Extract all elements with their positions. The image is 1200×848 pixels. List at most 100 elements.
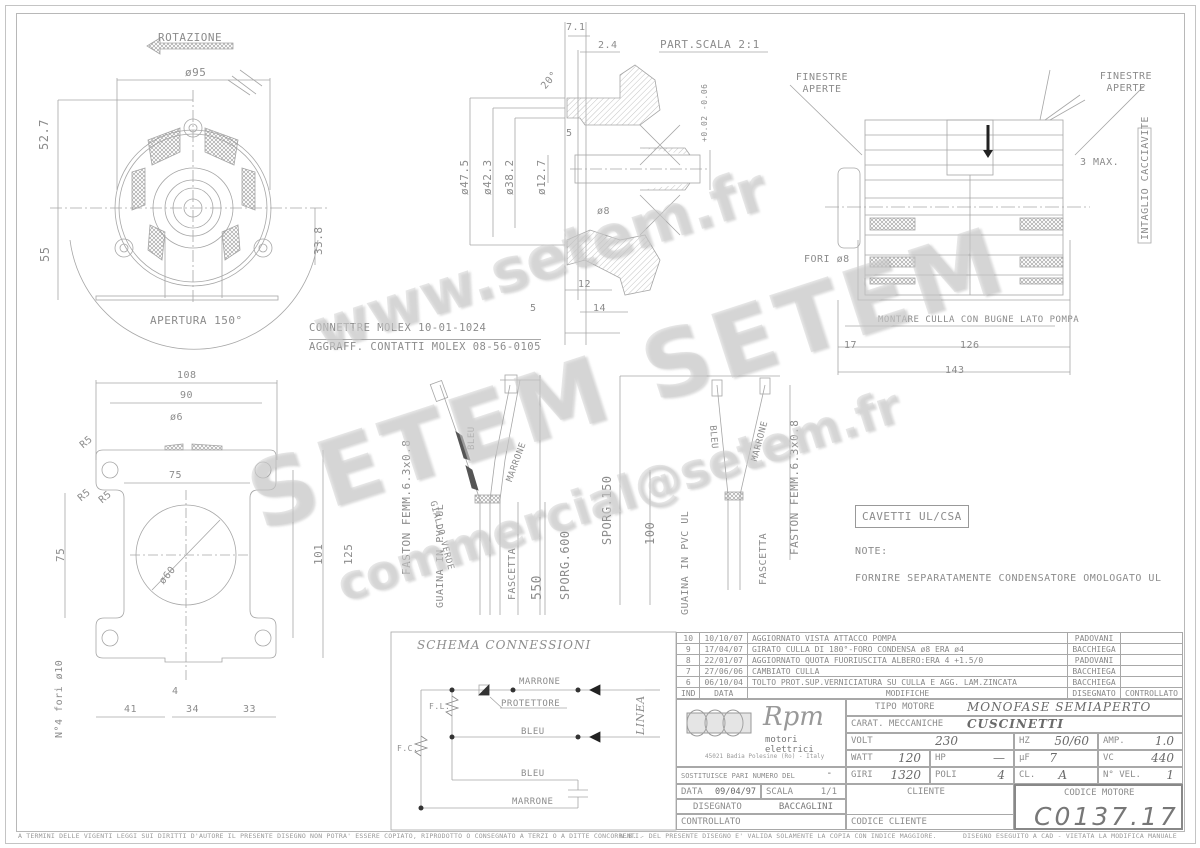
vc-value: 440 xyxy=(1151,751,1174,765)
revision-row: 10 10/10/07 AGGIORNATO VISTA ATTACCO POM… xyxy=(675,632,1183,644)
nvel-label: N° VEL. xyxy=(1103,770,1141,780)
controllato-label: CONTROLLATO xyxy=(681,817,741,827)
logo-brand: Rpm xyxy=(763,702,824,732)
revision-table: 10 10/10/07 AGGIORNATO VISTA ATTACCO POM… xyxy=(675,632,1183,699)
dim-33-8: 33.8 xyxy=(312,226,325,256)
cables-ul-csa-box: CAVETTI UL/CSA xyxy=(855,505,969,528)
intaglio-cacciavite-label: INTAGLIO CACCIAVITE xyxy=(1140,116,1151,240)
max-3-label: 3 MAX. xyxy=(1080,157,1120,168)
poli-label: POLI xyxy=(935,770,957,780)
cable-right-clip: FASCETTA xyxy=(758,532,769,585)
cable-left-clip: FASCETTA xyxy=(507,547,518,600)
dim-47-5: ø47.5 xyxy=(458,159,471,195)
revision-row: 6 06/10/04 TOLTO PROT.SUP.VERNICIATURA S… xyxy=(675,676,1183,688)
scala-label: SCALA xyxy=(766,787,794,797)
logo-sub: motori elettrici xyxy=(765,735,814,755)
giri-value: 1320 xyxy=(890,768,921,782)
hp-value: — xyxy=(993,751,1005,765)
notes-label: NOTE: xyxy=(855,546,888,557)
sostituisce-value: - xyxy=(827,768,831,779)
cable-right-faston: FASTON FEMM.6.3x0.8 xyxy=(788,419,801,555)
outer-frame xyxy=(5,5,1196,844)
wire-bleu-left: BLEU xyxy=(467,426,477,450)
uf-value: 7 xyxy=(1049,751,1057,765)
hz-value: 50/60 xyxy=(1054,734,1089,748)
codice-motore-label: CODICE MOTORE xyxy=(1064,788,1135,798)
disegnato-label: DISEGNATO xyxy=(693,802,742,812)
logo-area: Rpm motori elettrici 45021 Badia Polesin… xyxy=(676,699,846,767)
detail-scale-title: PART.SCALA 2:1 xyxy=(660,38,760,51)
dim-55: 55 xyxy=(38,246,52,262)
sostituisce-label: SOSTITUISCE PARI NUMERO DEL xyxy=(681,772,795,780)
finestre-aperte-right: FINESTRE APERTE xyxy=(1099,71,1153,94)
holes-note: N°4 fori ø10 xyxy=(54,659,65,738)
hz-label: HZ xyxy=(1019,736,1030,746)
giri-label: GIRI xyxy=(851,770,873,780)
schema-fc: F.C. xyxy=(397,744,419,753)
schema-title: SCHEMA CONNESSIONI xyxy=(417,638,592,652)
dim-2-4: 2.4 xyxy=(598,40,618,51)
cable-left-protrusion: SPORG.600 xyxy=(558,530,572,600)
dim-12: 12 xyxy=(578,279,592,290)
cable-left-length: 550 xyxy=(530,575,545,600)
cliente-label: CLIENTE xyxy=(907,787,945,797)
tipo-motore-value: MONOFASE SEMIAPERTO xyxy=(967,700,1152,714)
revision-row: 9 17/04/07 GIRATO CULLA DI 180°-FORO CON… xyxy=(675,643,1183,655)
nvel-value: 1 xyxy=(1166,768,1174,782)
dim-shaft-tol: +0.02 -0.06 xyxy=(700,83,709,142)
dim-108: 108 xyxy=(177,370,197,381)
schema-bleu-low: BLEU xyxy=(521,769,545,779)
carat-value: CUSCINETTI xyxy=(967,717,1065,731)
finestre-aperte-left: FINESTRE APERTE xyxy=(795,72,849,95)
dim-6: ø6 xyxy=(170,412,184,423)
dim-bottom-5: 5 xyxy=(530,303,537,314)
inner-frame xyxy=(16,13,1185,832)
volt-label: VOLT xyxy=(851,736,873,746)
vc-label: VC xyxy=(1103,753,1114,763)
revision-row: 8 22/01/07 AGGIORNATO QUOTA FUORIUSCITA … xyxy=(675,654,1183,666)
cable-right-length: 100 xyxy=(643,521,657,545)
dim-41: 41 xyxy=(124,704,138,715)
dim-4: 4 xyxy=(172,686,179,697)
revision-row: 7 27/06/06 CAMBIATO CULLA BACCHIEGA xyxy=(675,665,1183,677)
mount-note: MONTARE CULLA CON BUGNE LATO POMPA xyxy=(878,315,1080,325)
dim-14: 14 xyxy=(593,303,607,314)
uf-label: µF xyxy=(1019,753,1030,763)
connector-line1: CONNETTRE MOLEX 10-01-1024 xyxy=(309,322,487,334)
notes-text: FORNIRE SEPARATAMENTE CONDENSATORE OMOLO… xyxy=(855,573,1162,584)
revision-header-row: IND DATA MODIFICHE DISEGNATO CONTROLLATO xyxy=(675,687,1183,699)
rotation-arrow-icon xyxy=(146,37,234,55)
schema-protettore: PROTETTORE xyxy=(501,699,561,709)
dim-125: 125 xyxy=(342,543,355,565)
opening-label: APERTURA 150° xyxy=(150,314,243,327)
footer-nb: N.B. - DEL PRESENTE DISEGNO E' VALIDA SO… xyxy=(620,832,937,840)
dim-diameter-95: ø95 xyxy=(185,66,207,79)
dim-75-top: 75 xyxy=(169,470,183,481)
schema-linea: LINEA xyxy=(634,695,647,735)
carat-label: CARAT. MECCANICHE xyxy=(851,719,944,729)
amp-value: 1.0 xyxy=(1154,734,1174,748)
codice-motore-value: C0137.17 xyxy=(1034,802,1179,831)
schema-marrone-top: MARRONE xyxy=(519,677,561,687)
schema-fl: F.L. xyxy=(429,702,451,711)
dim-33: 33 xyxy=(243,704,257,715)
disegnato-value: BACCAGLINI xyxy=(778,802,833,812)
footer-copyright: A TERMINI DELLE VIGENTI LEGGI SUI DIRITT… xyxy=(18,832,644,840)
cable-right-sheath: GUAINA IN PVC UL xyxy=(680,510,691,615)
rpm-logo-icon xyxy=(686,709,752,737)
dim-101: 101 xyxy=(312,543,325,565)
dim-17: 17 xyxy=(844,340,858,351)
watt-label: WATT xyxy=(851,753,873,763)
tipo-motore-label: TIPO MOTORE xyxy=(875,702,935,712)
rotation-label: ROTAZIONE xyxy=(158,31,223,44)
footer-cad: DISEGNO ESEGUITO A CAD - VIETATA LA MODI… xyxy=(963,832,1177,840)
dim-126: 126 xyxy=(960,340,980,351)
schema-bleu-mid: BLEU xyxy=(521,727,545,737)
dim-34: 34 xyxy=(186,704,200,715)
dim-7-1: 7.1 xyxy=(566,22,586,33)
data-value: 09/04/97 xyxy=(715,787,756,797)
cable-right-protrusion: SPORG.150 xyxy=(600,475,614,545)
logo-address: 45021 Badia Polesine (Ro) - Italy xyxy=(705,753,825,760)
poli-value: 4 xyxy=(997,768,1005,782)
